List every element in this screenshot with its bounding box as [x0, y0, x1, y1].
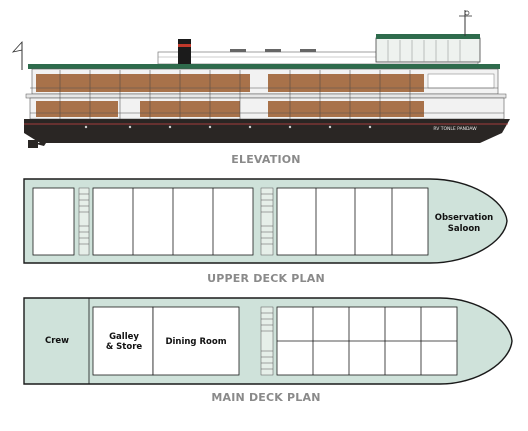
hull [24, 119, 510, 143]
upper-deck-plan: Observation Saloon [23, 178, 508, 264]
room-observation-line2: Saloon [448, 224, 481, 234]
main-stair [260, 306, 274, 376]
upper-stair-mid [260, 187, 274, 256]
caption-main-deck: MAIN DECK PLAN [211, 391, 320, 404]
upper-cabin-block-fwd [276, 187, 429, 256]
sun-deck-awnings [230, 49, 316, 52]
wheelhouse [375, 37, 481, 63]
room-dining [152, 306, 240, 376]
caption-elevation: ELEVATION [231, 153, 300, 166]
elevation-drawing: RV TONLE PANDAW [11, 10, 510, 148]
upper-stair-aft [78, 187, 90, 256]
funnel [178, 39, 191, 64]
hull-name: RV TONLE PANDAW [433, 126, 477, 132]
room-galley-line1: Galley [109, 332, 139, 342]
room-crew: Crew [45, 336, 69, 346]
main-deck-plan: Crew Galley & Store Dining Room [23, 297, 513, 385]
portholes [84, 125, 372, 129]
room-galley-store [92, 306, 154, 376]
upper-stern-cabin [32, 187, 75, 256]
room-dining-label: Dining Room [165, 337, 226, 347]
room-galley-line2: & Store [106, 342, 143, 352]
room-observation-line1: Observation [435, 213, 493, 223]
caption-upper-deck: UPPER DECK PLAN [207, 272, 325, 285]
